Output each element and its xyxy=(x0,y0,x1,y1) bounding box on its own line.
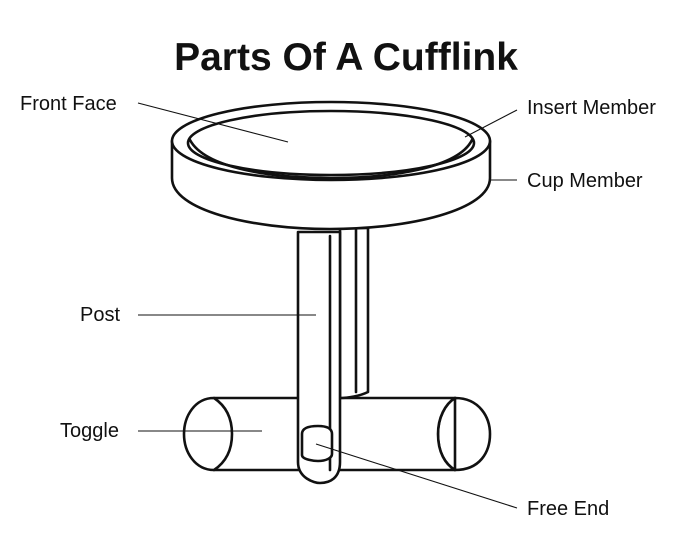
cufflink-illustration xyxy=(170,100,492,485)
leader-front-face xyxy=(137,102,289,143)
leader-insert-member xyxy=(464,109,518,138)
label-post: Post xyxy=(80,304,120,326)
leader-lines xyxy=(137,102,518,509)
diagram-title: Parts Of A Cufflink xyxy=(174,36,518,79)
post-shape xyxy=(296,230,342,485)
label-free-end: Free End xyxy=(527,498,609,520)
part-labels: Front Face Insert Member Cup Member Post… xyxy=(20,93,656,520)
label-insert-member: Insert Member xyxy=(527,97,656,119)
label-cup-member: Cup Member xyxy=(527,170,643,192)
label-toggle: Toggle xyxy=(60,420,119,442)
toggle-left-cap xyxy=(182,396,234,472)
label-front-face: Front Face xyxy=(20,93,117,115)
free-end-pin xyxy=(300,424,334,463)
leader-free-end xyxy=(315,443,518,509)
post-back-plate xyxy=(338,226,370,400)
insert-member-shape xyxy=(186,109,476,180)
